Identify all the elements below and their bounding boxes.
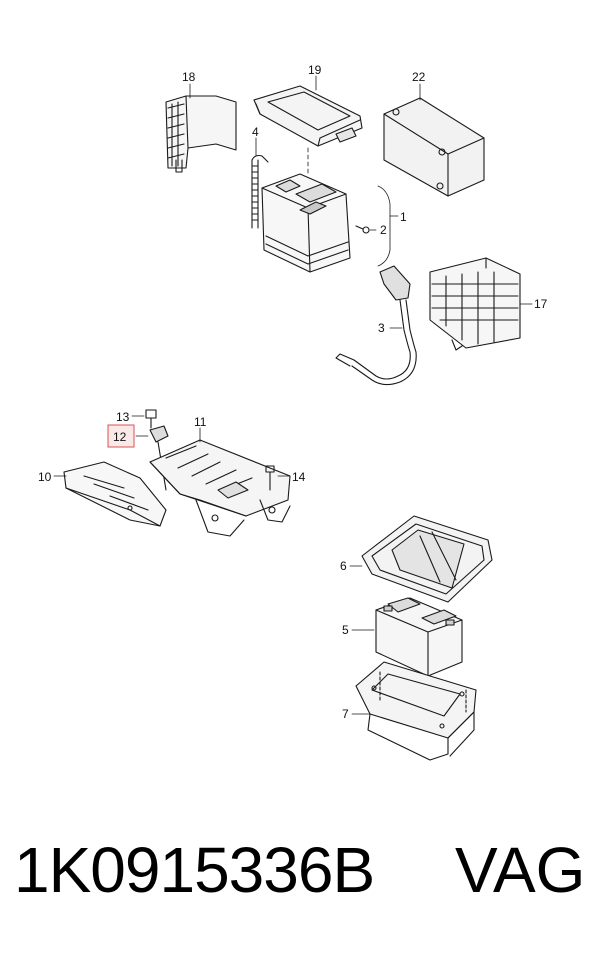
callout-10: 10 (38, 470, 52, 484)
part-4-vent-hose (251, 154, 269, 229)
part-7-battery-housing (355, 661, 477, 761)
callout-4: 4 (252, 125, 259, 139)
callout-18: 18 (182, 70, 196, 84)
part-2-screw (355, 225, 370, 234)
callout-2: 2 (380, 223, 387, 237)
callout-22: 22 (412, 70, 426, 84)
callout-3: 3 (378, 321, 385, 335)
part-17-insulation (429, 257, 521, 351)
part-22-battery-box (383, 97, 485, 197)
part-6-seal-frame (361, 515, 493, 603)
part-11-battery-tray (149, 439, 291, 537)
part-19-battery-cover (253, 85, 363, 147)
callout-13: 13 (116, 410, 130, 424)
parts-diagram: 18 19 22 4 1 2 3 17 13 11 12 14 10 6 5 7 (38, 63, 548, 761)
callout-12-highlight (107, 424, 135, 448)
part-3-battery-cable (335, 265, 417, 386)
part-5-battery (375, 597, 463, 677)
callout-6: 6 (340, 559, 347, 573)
battery-assembly (261, 173, 351, 273)
callout-12: 12 (113, 430, 127, 444)
callout-17: 17 (534, 297, 548, 311)
part-13-bolt (145, 409, 157, 429)
part-14-screw (265, 465, 275, 491)
callout-1: 1 (400, 210, 407, 224)
callout-11: 11 (194, 415, 207, 429)
part-18-battery-insulation (165, 95, 237, 173)
brand-label: VAG (455, 834, 586, 906)
callout-14: 14 (292, 470, 306, 484)
callout-5: 5 (342, 623, 349, 637)
part-number-label: 1K0915336B (14, 834, 375, 906)
part-10-tray-cover (63, 461, 167, 527)
callout-19: 19 (308, 63, 322, 77)
callout-7: 7 (342, 707, 349, 721)
